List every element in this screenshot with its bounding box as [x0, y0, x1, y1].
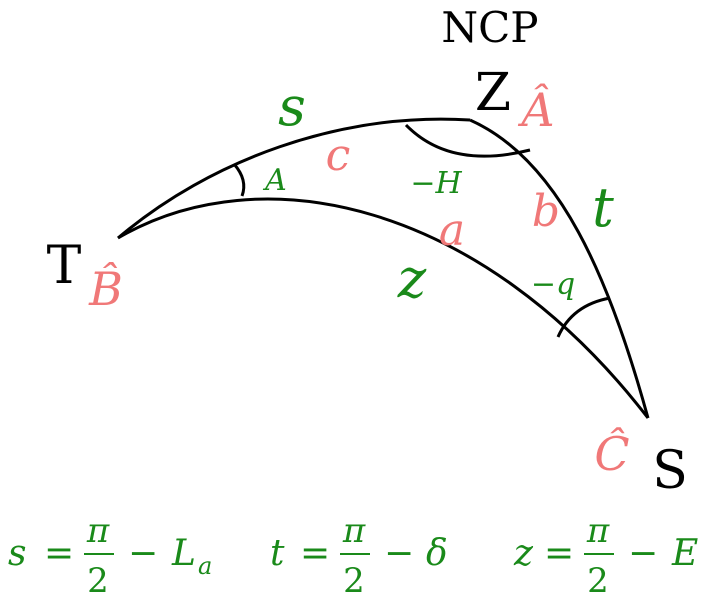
formula-t-den: 2 [343, 561, 365, 600]
formula-t-lhs: t [270, 533, 285, 574]
side-s-label: s [278, 75, 306, 138]
angle-A-arc [232, 163, 246, 197]
side-t-arc [469, 118, 650, 419]
side-c-label: c [326, 130, 351, 181]
formula-z: z = π 2 − E [513, 511, 698, 600]
zenith-angle-label: Â [517, 82, 554, 137]
formula-z-minus: − [628, 533, 658, 574]
target-label: T [47, 236, 82, 296]
side-b-label: b [532, 186, 560, 237]
angle-q-arc [556, 296, 611, 338]
formula-z-lhs: z [513, 533, 534, 574]
formula-t: t = π 2 − δ [270, 511, 448, 600]
formula-s-term: L [171, 533, 196, 574]
side-z-label: z [397, 247, 427, 310]
formula-t-num: π [342, 511, 366, 551]
formula-s-den: 2 [87, 561, 109, 600]
formula-s-sub: a [198, 552, 212, 580]
formula-s-eq: = [44, 533, 74, 574]
side-s-arc [117, 117, 471, 240]
side-t-label: t [592, 176, 614, 239]
star-angle-label: Ĉ [594, 426, 629, 481]
ncp-label: NCP [441, 3, 538, 52]
side-a-label: a [439, 205, 465, 256]
target-angle-label: B̂ [88, 262, 123, 316]
formula-z-eq: = [544, 533, 574, 574]
formula-t-minus: − [384, 533, 414, 574]
formula-s: s = π 2 − L a [8, 511, 212, 600]
formula-s-num: π [86, 511, 110, 551]
star-label: S [652, 441, 688, 501]
angle-minus-H-label: −H [410, 166, 462, 201]
side-z-arc [117, 197, 650, 419]
angle-minus-q-label: −q [531, 267, 575, 302]
formula-t-eq: = [300, 533, 330, 574]
formula-z-num: π [586, 511, 610, 551]
formula-s-minus: − [128, 533, 158, 574]
zenith-label: Z [475, 63, 511, 123]
angle-A-label: A [262, 163, 287, 198]
formula-z-den: 2 [587, 561, 609, 600]
angle-H-arc [404, 123, 531, 158]
formula-t-term: δ [426, 533, 448, 574]
formula-z-term: E [671, 533, 698, 574]
formula-s-lhs: s [8, 533, 26, 574]
